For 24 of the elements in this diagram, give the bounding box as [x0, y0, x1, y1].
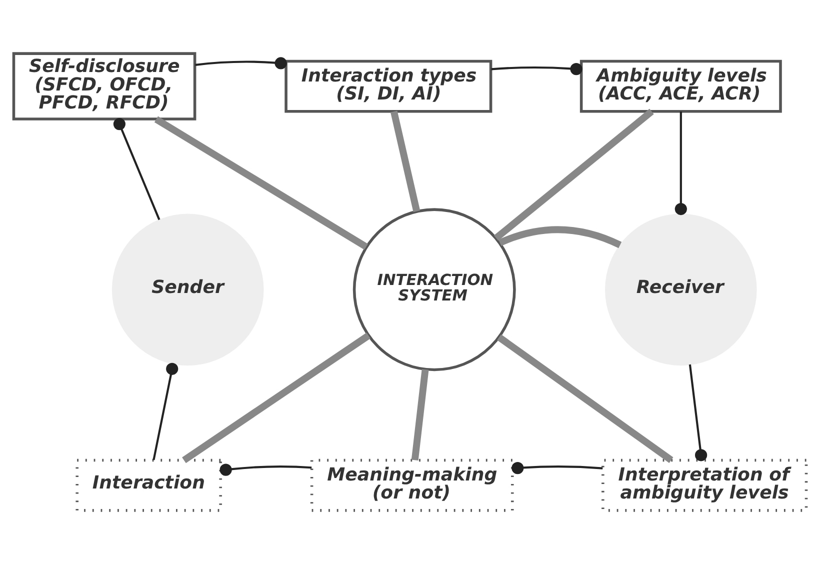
node-circle: Receiver	[605, 213, 757, 366]
connector	[220, 463, 312, 476]
connector	[195, 56, 287, 69]
connector	[494, 108, 654, 240]
connector	[491, 62, 582, 75]
connector	[498, 226, 622, 248]
connector	[497, 334, 674, 462]
node-box: Interaction	[76, 458, 222, 512]
node-circle: Sender	[112, 213, 264, 366]
connector	[688, 364, 708, 461]
connector	[390, 110, 420, 212]
node-box: Meaning-making (or not)	[310, 458, 514, 512]
connector	[512, 461, 603, 474]
node-circle: INTERACTION SYSTEM	[352, 208, 516, 371]
connector	[152, 362, 178, 460]
connector	[154, 116, 368, 250]
node-box: Ambiguity levels (ACC, ACE, ACR)	[580, 59, 782, 112]
connector	[674, 110, 687, 215]
connector	[182, 332, 370, 463]
connector	[411, 368, 429, 460]
node-box: Interpretation of ambiguity levels	[602, 458, 808, 512]
node-box: Self-disclosure (SFCD, OFCD, PFCD, RFCD)	[12, 52, 196, 120]
node-box: Interaction types (SI, DI, AI)	[284, 59, 492, 112]
connector	[113, 118, 160, 220]
